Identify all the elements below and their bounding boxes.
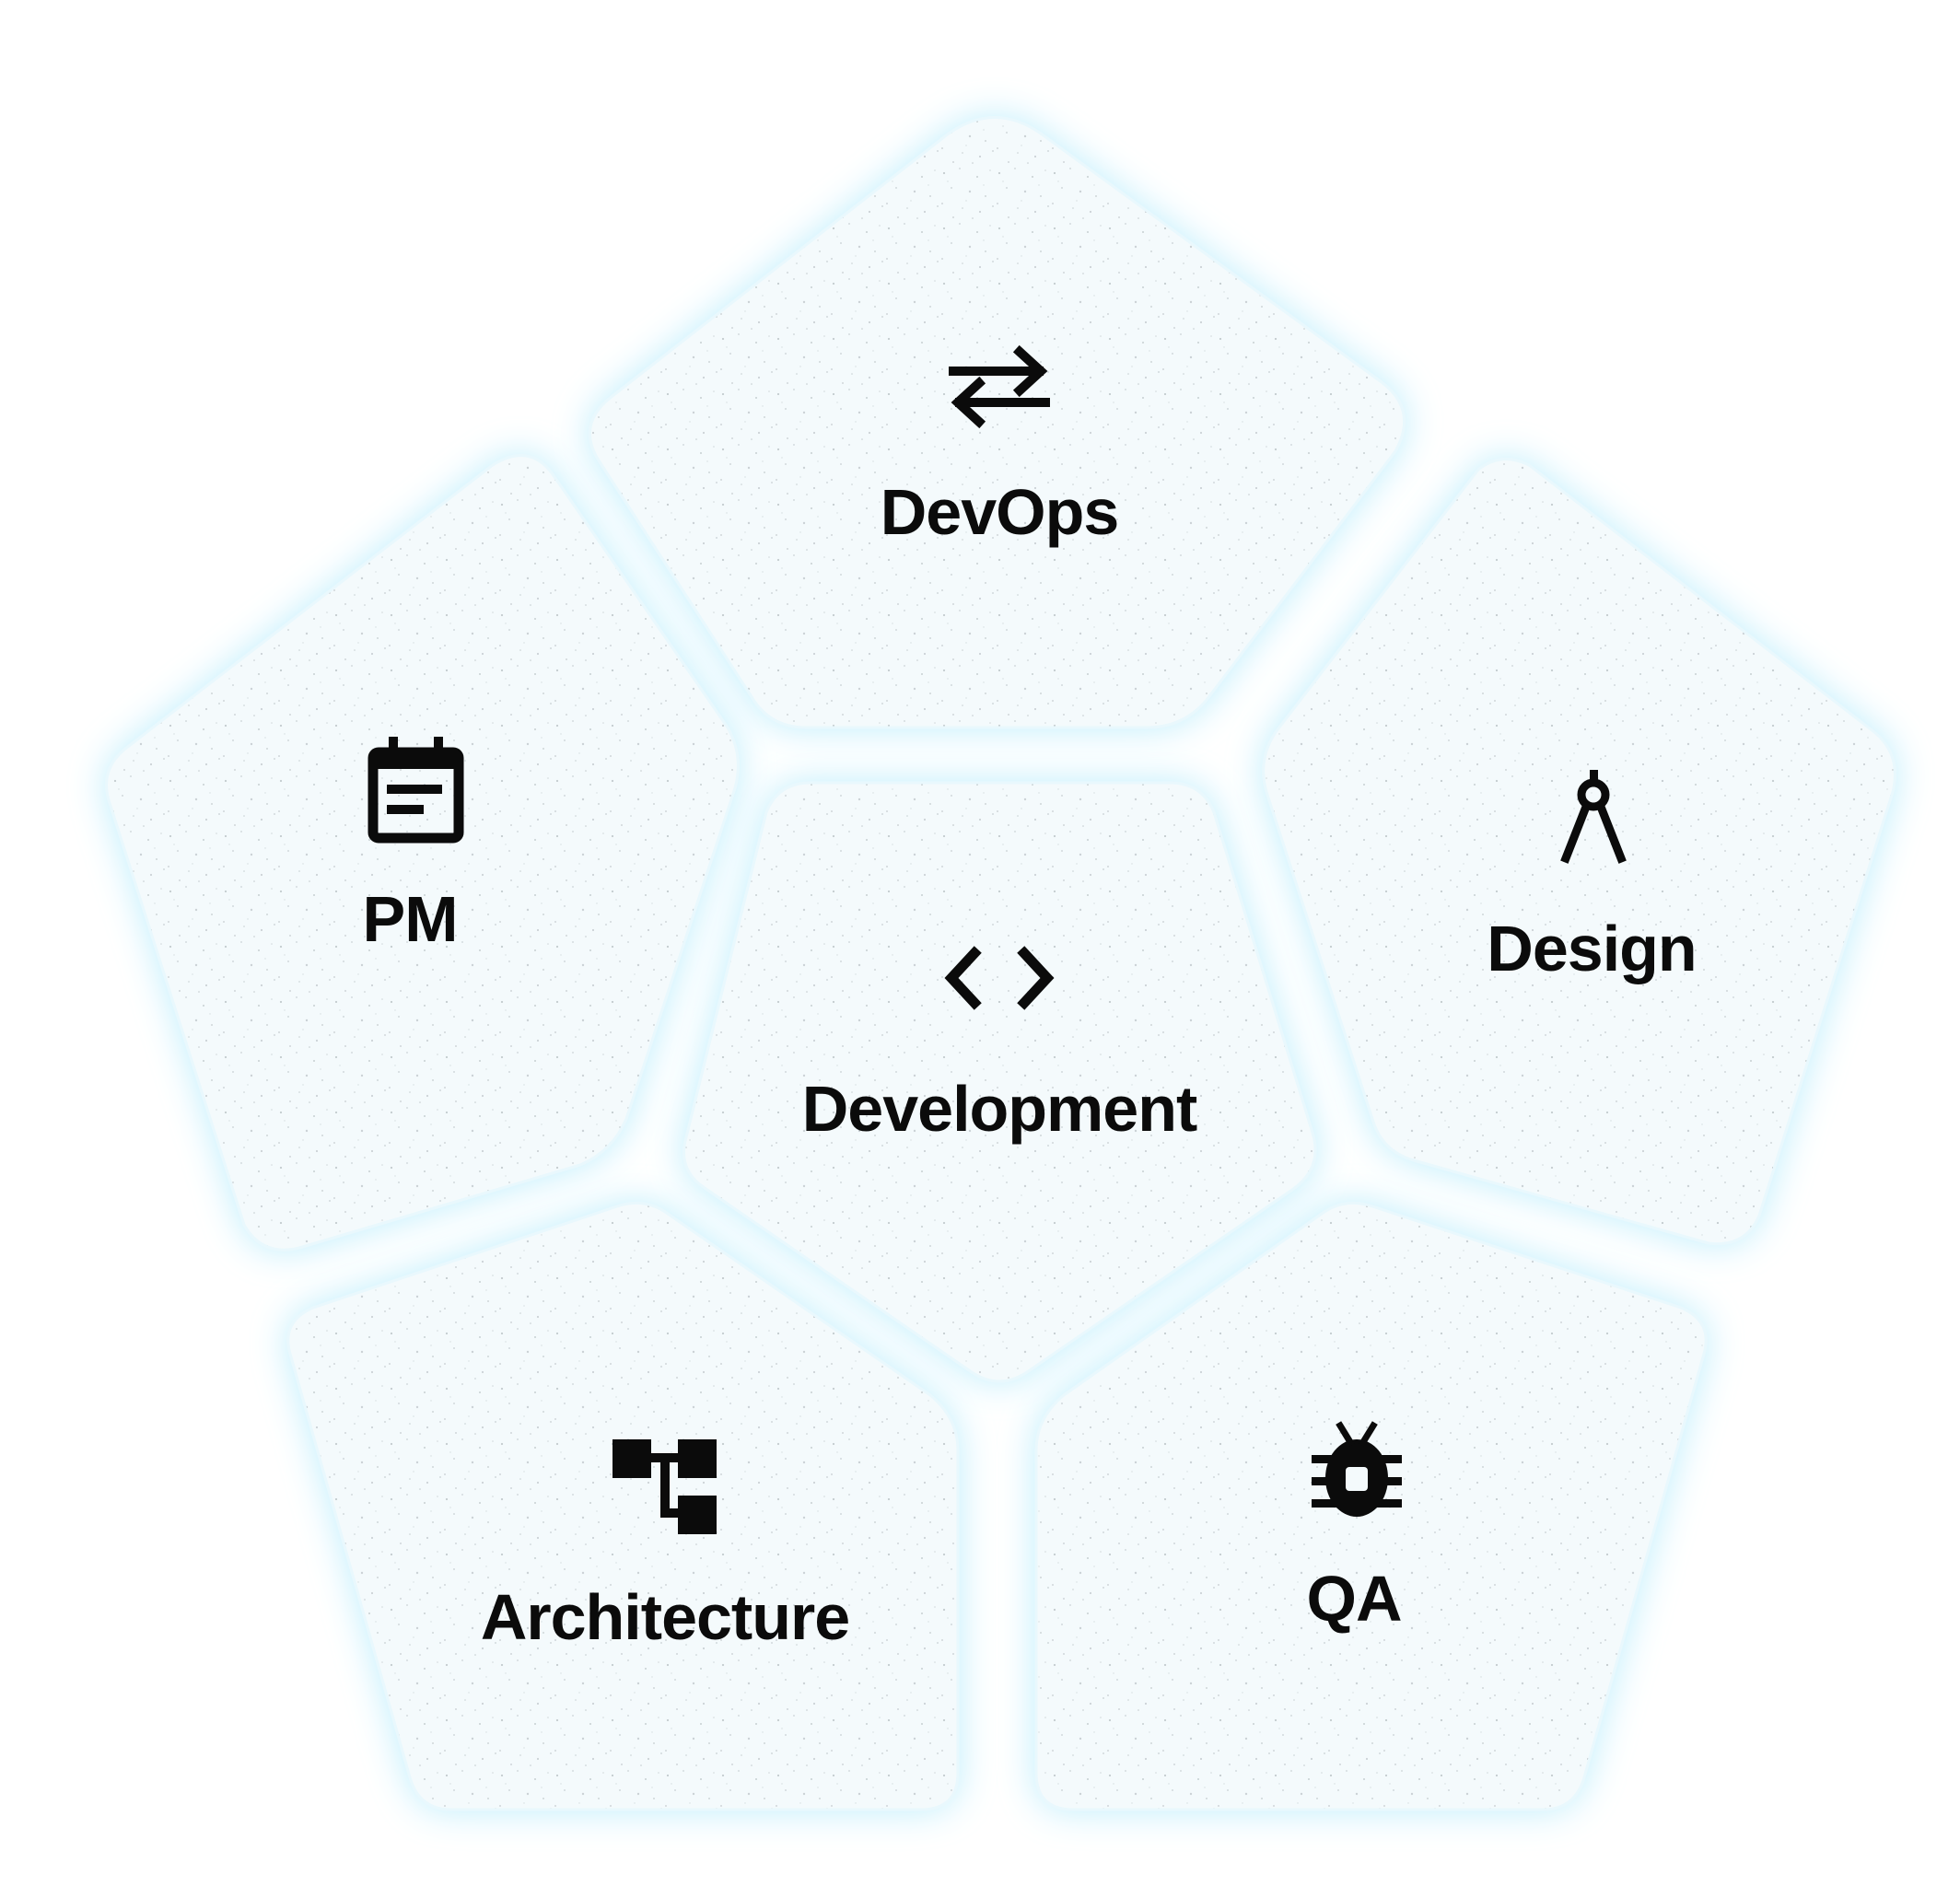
segment-qa: QA: [1034, 1201, 1708, 1811]
calendar-icon: [368, 737, 464, 844]
segment-architecture-tile: [286, 1201, 960, 1811]
segment-pm: PM: [105, 454, 740, 1252]
swap-arrows-icon: [949, 344, 1050, 429]
segment-pm-label: PM: [363, 883, 458, 955]
segment-architecture-label: Architecture: [481, 1581, 849, 1653]
segment-development-label: Development: [802, 1073, 1197, 1145]
segment-design: Design: [1262, 458, 1896, 1246]
segment-design-tile: [1262, 458, 1896, 1246]
hierarchy-blocks-icon: [612, 1439, 717, 1534]
drafting-compass-icon: [1560, 770, 1627, 864]
segment-devops: DevOps: [588, 116, 1406, 729]
segment-devops-label: DevOps: [881, 476, 1119, 548]
bug-icon: [1312, 1421, 1402, 1517]
segment-design-label: Design: [1487, 913, 1696, 984]
segment-development-tile: [682, 781, 1317, 1383]
segment-architecture: Architecture: [286, 1201, 960, 1811]
segment-qa-label: QA: [1307, 1563, 1402, 1635]
segment-devops-tile: [588, 116, 1406, 729]
segment-pm-tile: [105, 454, 740, 1252]
segment-development: Development: [682, 781, 1317, 1383]
code-brackets-icon: [944, 946, 1055, 1010]
